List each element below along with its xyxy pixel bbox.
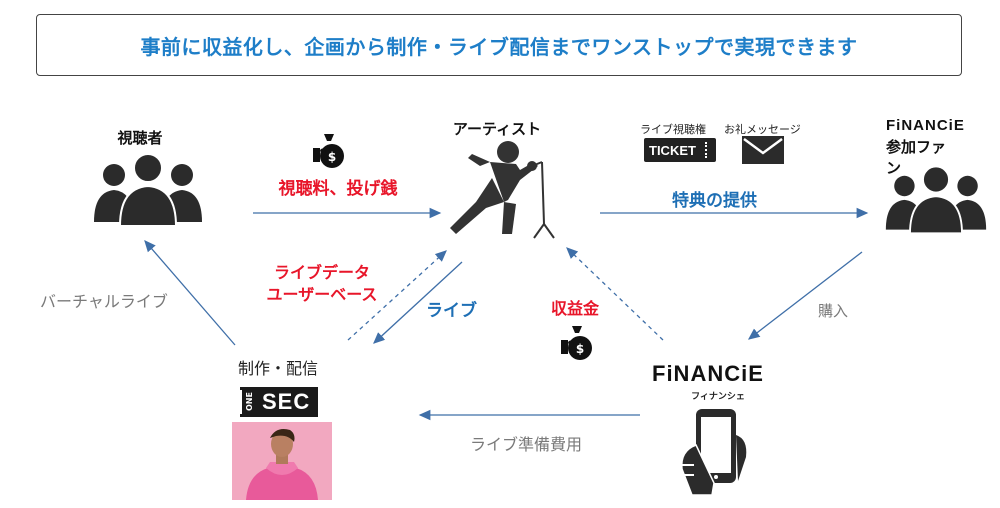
live-label: ライブ <box>426 301 477 321</box>
production-label: 制作・配信 <box>238 359 319 378</box>
thanks-message-caption: お礼メッセージ <box>724 123 801 136</box>
ticket-icon: TICKET <box>644 138 716 162</box>
arrow-artist-to-production <box>373 261 463 344</box>
financie-fans-label: 参加ファン <box>886 138 947 177</box>
arrow-production-to-viewers <box>144 240 236 346</box>
financie-kana: フィナンシェ <box>691 392 745 402</box>
purchase-label: 購入 <box>818 302 849 320</box>
viewers-label: 視聴者 <box>117 129 163 147</box>
onesec-one: ONE <box>240 390 257 414</box>
financie-brand: FiNANCiE <box>652 361 764 386</box>
virtual-live-label: バーチャルライブ <box>40 292 168 311</box>
arrow-fans-to-financie <box>747 251 863 340</box>
viewers-group-icon <box>94 153 202 227</box>
singer-icon <box>450 141 555 239</box>
fans-group-icon <box>885 165 987 235</box>
arrow-production-to-artist <box>347 250 447 341</box>
onesec-sec: SEC <box>262 389 311 414</box>
headline-text: 事前に収益化し、企画から制作・ライブ配信までワンストップで実現できます <box>140 34 858 59</box>
live-data-label-line2: ユーザーベース <box>266 285 378 304</box>
artist-label: アーティスト <box>452 120 542 138</box>
financie-fans-brand: FiNANCiE <box>886 117 965 134</box>
prep-cost-label: ライブ準備費用 <box>470 435 583 454</box>
benefits-label: 特典の提供 <box>672 191 757 211</box>
ticket-text: TICKET <box>649 142 696 158</box>
money-bag-icon: $ <box>313 134 344 168</box>
live-data-label-line1: ライブデータ <box>273 263 370 282</box>
arrow-financie-to-artist <box>566 247 664 341</box>
headline-box: 事前に収益化し、企画から制作・ライブ配信までワンストップで実現できます <box>36 14 962 76</box>
svg-text:$: $ <box>576 342 584 356</box>
artist-photo <box>232 422 332 500</box>
svg-text:$: $ <box>328 150 336 164</box>
revenue-label: 収益金 <box>550 299 599 318</box>
smartphone-hand-icon <box>675 409 747 496</box>
revenue-money-bag-icon: $ <box>561 326 592 360</box>
viewing-fee-label: 視聴料、投げ銭 <box>278 179 398 199</box>
live-ticket-caption: ライブ視聴権 <box>640 123 706 136</box>
envelope-icon <box>742 136 784 164</box>
onesec-logo: ONE SEC <box>240 387 318 417</box>
